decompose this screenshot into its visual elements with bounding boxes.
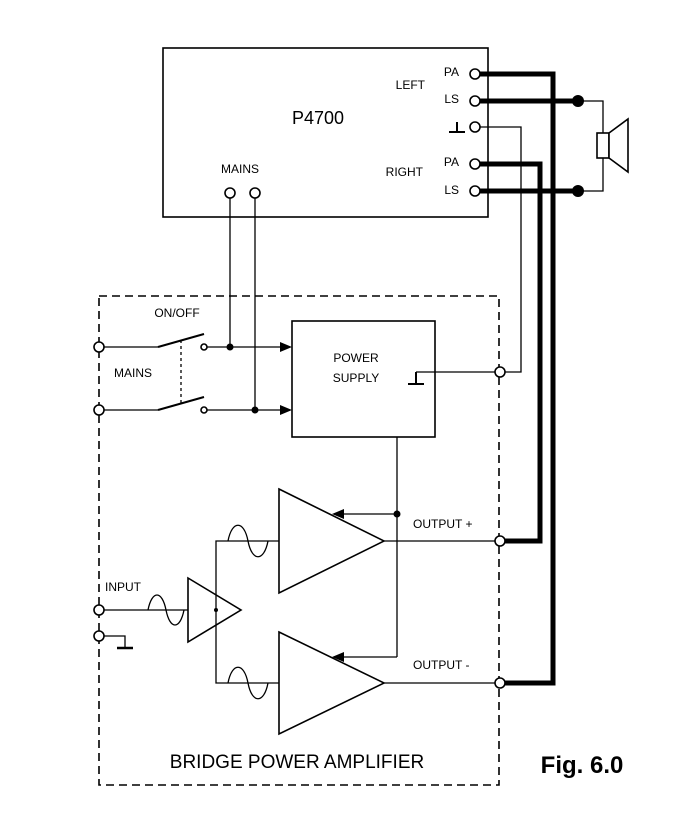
amplifier-upper (278, 487, 386, 595)
split-wire (215, 540, 279, 684)
right-ls-terminal (469, 185, 481, 197)
mains-input-terminal-1 (93, 341, 105, 353)
figure-label: Fig. 6.0 (541, 752, 624, 779)
left-pa-wire (475, 71, 556, 686)
right-pa-terminal (469, 158, 481, 170)
psu-ground-terminal (494, 366, 506, 378)
junction-mains-1 (226, 343, 234, 351)
left-pa-terminal (469, 68, 481, 80)
input-label: INPUT (105, 580, 142, 594)
output-plus-label: OUTPUT + (413, 517, 472, 531)
sine-wave-icon-lower (227, 666, 269, 700)
mains-input-terminal-2 (93, 404, 105, 416)
unit-left-label: LEFT (396, 78, 426, 92)
left-ls-terminal (469, 95, 481, 107)
unit-right-label: RIGHT (386, 165, 424, 179)
sine-wave-icon-upper (227, 524, 269, 558)
speaker-wire (578, 100, 604, 192)
power-supply-line1: POWER (333, 351, 379, 365)
speaker-icon (596, 117, 629, 174)
right-pa-label: PA (444, 155, 459, 169)
power-supply-box (291, 320, 436, 438)
amp-mains-label: MAINS (114, 366, 152, 380)
switch-icon (99, 333, 208, 414)
input-ground-wire (104, 635, 126, 648)
psu-arrow-2 (280, 405, 292, 415)
left-ls-label: LS (444, 92, 459, 106)
p4700-unit-box (162, 47, 489, 218)
output-minus-terminal (494, 677, 506, 689)
junction-mains-2 (251, 406, 259, 414)
unit-name: P4700 (292, 108, 344, 128)
psu-arrow-1 (280, 342, 292, 352)
right-pa-wire (475, 161, 543, 544)
unit-mains-label: MAINS (221, 162, 259, 176)
input-ground-terminal (93, 630, 105, 642)
power-supply-line2: SUPPLY (333, 371, 379, 385)
unit-mains-terminal-2 (249, 187, 261, 199)
psu-ground-icon (408, 372, 424, 385)
split-junction (214, 608, 218, 612)
unit-mains-terminal-1 (224, 187, 236, 199)
right-ls-label: LS (444, 183, 459, 197)
ground-link-wire (475, 126, 522, 373)
amp1-supply-arrow (332, 509, 344, 519)
amplifier-lower (278, 630, 386, 736)
left-pa-label: PA (444, 65, 459, 79)
ground-terminal (469, 121, 481, 133)
output-plus-terminal (494, 535, 506, 547)
unit-ground-icon (449, 122, 465, 133)
amp2-supply-arrow (332, 652, 344, 662)
input-terminal (93, 604, 105, 616)
output-minus-label: OUTPUT - (413, 658, 469, 672)
amplifier-title: BRIDGE POWER AMPLIFIER (170, 752, 424, 773)
onoff-label: ON/OFF (154, 306, 199, 320)
